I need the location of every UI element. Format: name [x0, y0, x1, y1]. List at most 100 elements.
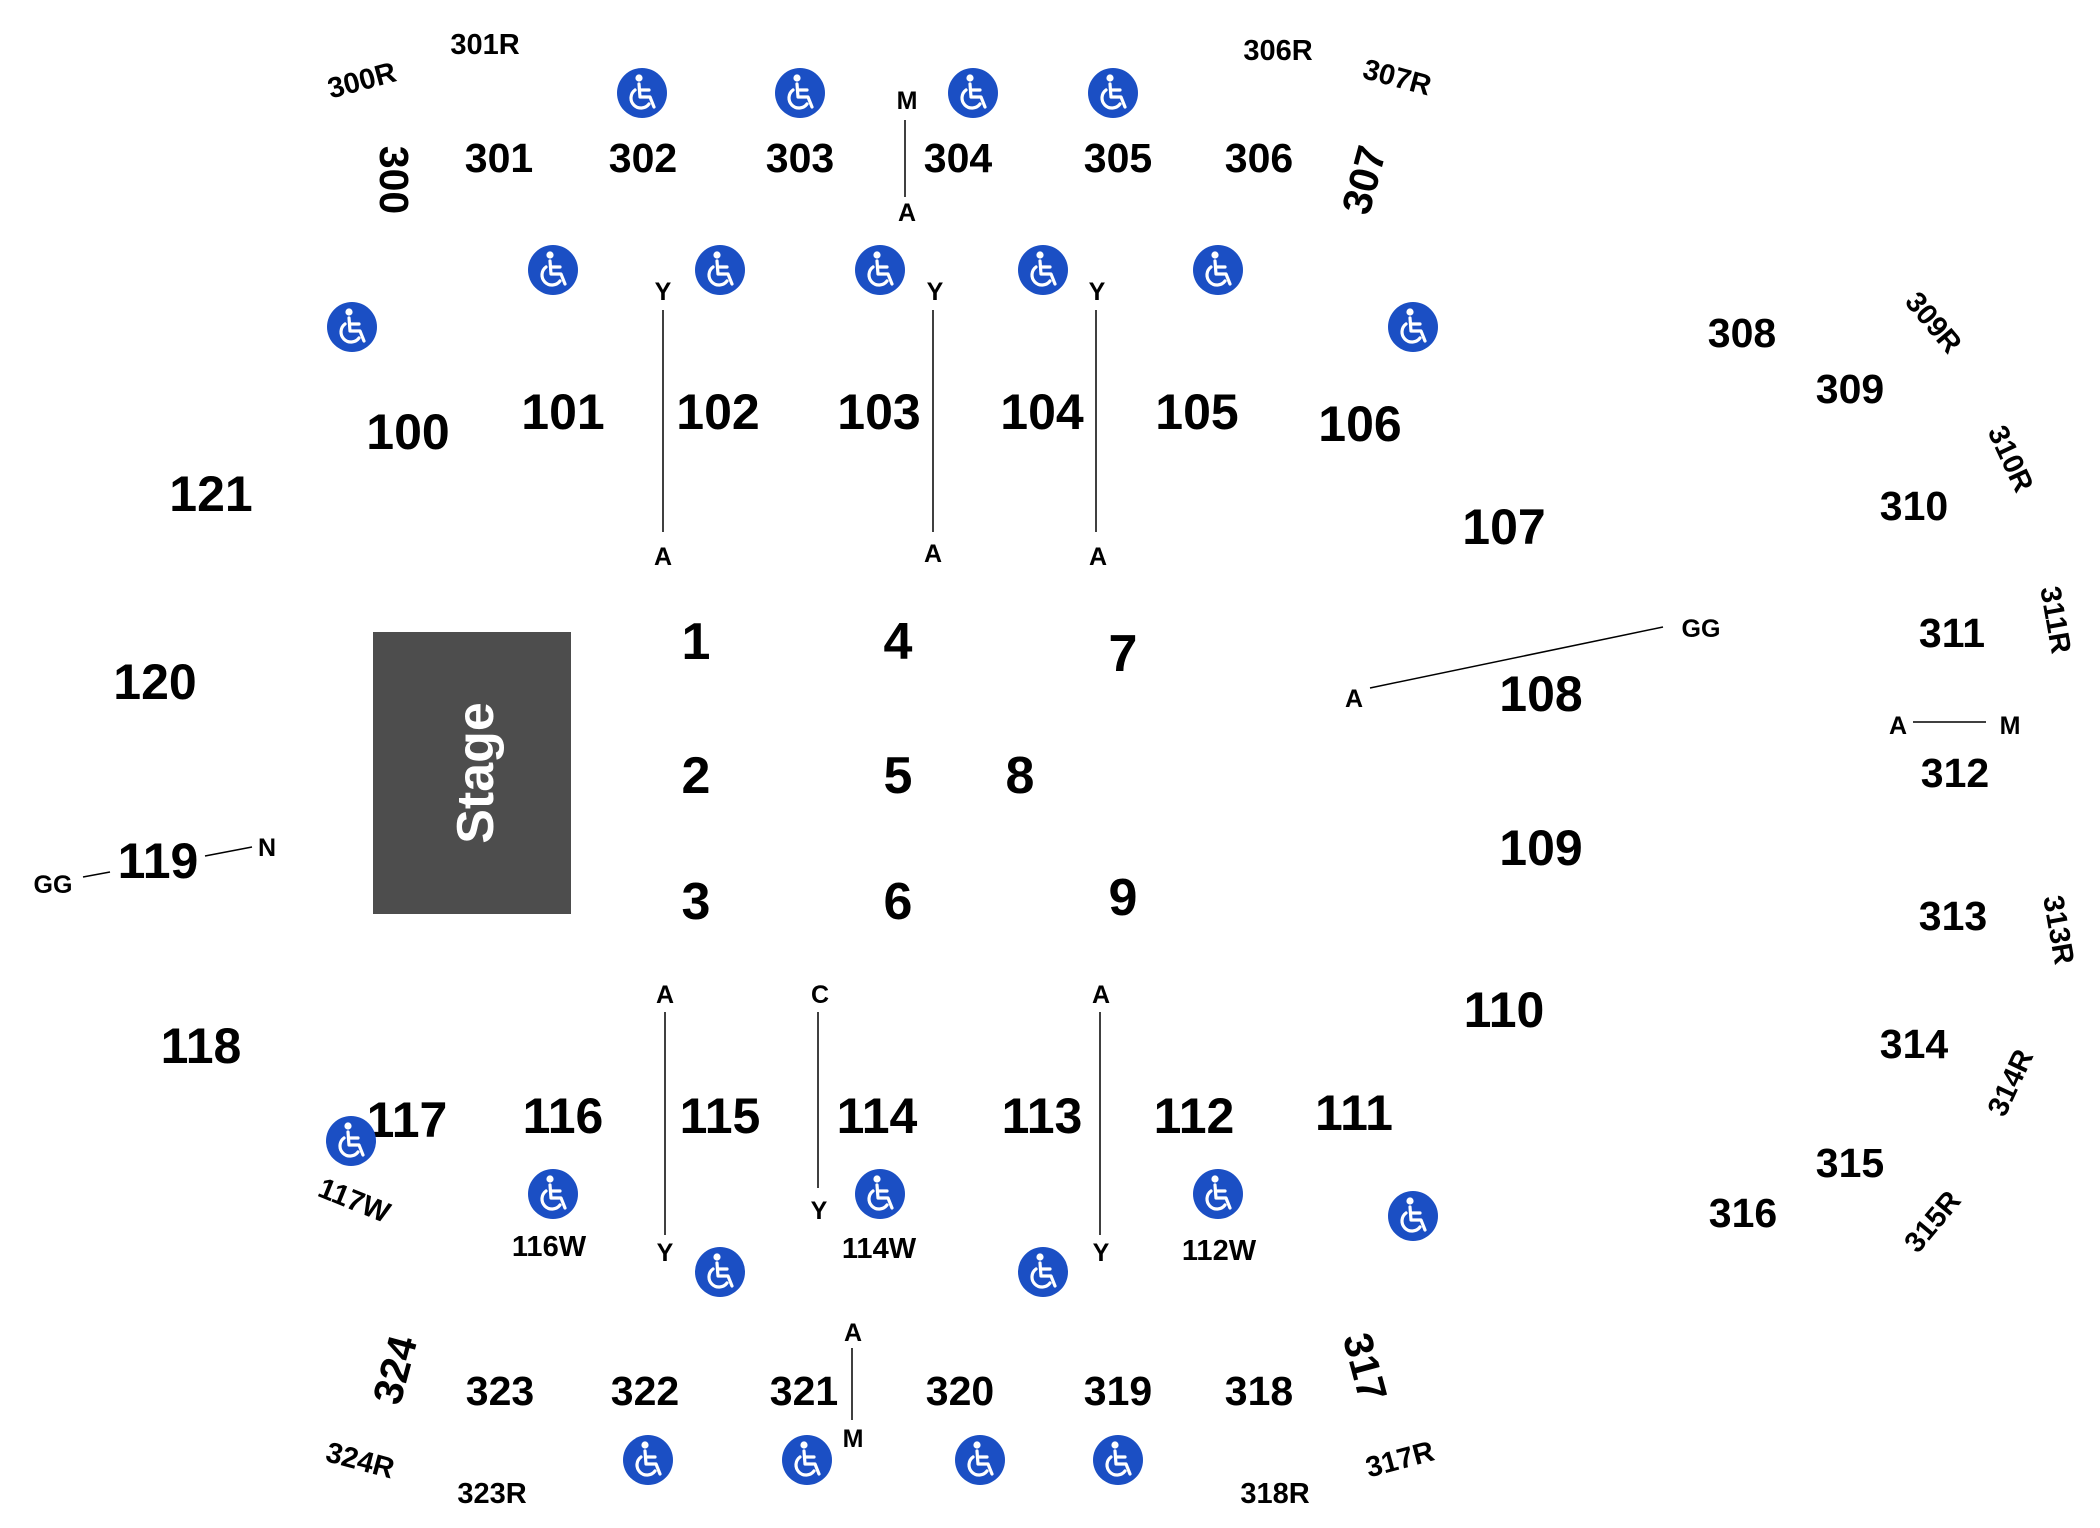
section-307[interactable]: 307: [1333, 141, 1395, 219]
section-101[interactable]: 101: [521, 384, 604, 440]
section-118[interactable]: 118: [161, 1018, 242, 1074]
section-317r[interactable]: 317R: [1362, 1436, 1437, 1485]
section-324[interactable]: 324: [364, 1331, 426, 1409]
section-301r[interactable]: 301R: [450, 29, 519, 61]
section-119[interactable]: 119: [118, 833, 199, 889]
section-111[interactable]: 111: [1315, 1085, 1393, 1141]
section-309r[interactable]: 309R: [1898, 286, 1967, 360]
section-116w[interactable]: 116W: [512, 1231, 587, 1263]
section-300[interactable]: 300: [371, 146, 417, 214]
section-304[interactable]: 304: [924, 135, 993, 181]
section-324r[interactable]: 324R: [322, 1437, 397, 1486]
section-318r[interactable]: 318R: [1240, 1478, 1309, 1510]
section-314[interactable]: 314: [1880, 1021, 1949, 1067]
section-307r[interactable]: 307R: [1359, 54, 1434, 103]
aisle-line-108: [1369, 626, 1664, 689]
floor-section-5[interactable]: 5: [884, 747, 913, 805]
row-label-m: M: [897, 87, 918, 115]
wheelchair-icon: [782, 1435, 832, 1485]
wheelchair-icon: [775, 68, 825, 118]
section-103[interactable]: 103: [837, 384, 920, 440]
section-121[interactable]: 121: [169, 466, 252, 522]
accessibility-markers: [326, 68, 1438, 1485]
section-306[interactable]: 306: [1225, 135, 1293, 181]
section-312[interactable]: 312: [1921, 750, 1989, 796]
section-303[interactable]: 303: [766, 135, 834, 181]
section-110[interactable]: 110: [1464, 982, 1545, 1038]
floor-section-8[interactable]: 8: [1006, 747, 1035, 805]
floor-section-4[interactable]: 4: [884, 613, 913, 671]
section-321[interactable]: 321: [770, 1368, 838, 1414]
section-311[interactable]: 311: [1919, 610, 1985, 656]
row-label-m: M: [843, 1425, 864, 1453]
section-120[interactable]: 120: [113, 654, 196, 710]
section-105[interactable]: 105: [1155, 384, 1238, 440]
wheelchair-icon: [1193, 1169, 1243, 1219]
section-319[interactable]: 319: [1084, 1368, 1152, 1414]
wheelchair-icon: [1388, 1191, 1438, 1241]
section-112w[interactable]: 112W: [1182, 1235, 1257, 1267]
section-313r[interactable]: 313R: [2036, 893, 2080, 967]
row-label-gg: GG: [1682, 615, 1721, 643]
wheelchair-icon: [948, 68, 998, 118]
wheelchair-icon: [326, 1116, 376, 1166]
floor-section-3[interactable]: 3: [682, 873, 711, 931]
aisle-line-119-right: [204, 846, 253, 857]
section-306r[interactable]: 306R: [1243, 35, 1312, 67]
floor-section-1[interactable]: 1: [682, 613, 711, 671]
section-309[interactable]: 309: [1816, 366, 1884, 412]
section-104[interactable]: 104: [1000, 384, 1084, 440]
row-label-y: Y: [927, 278, 944, 306]
stage[interactable]: [373, 632, 571, 914]
section-320[interactable]: 320: [926, 1368, 994, 1414]
section-313[interactable]: 313: [1919, 893, 1987, 939]
section-318[interactable]: 318: [1225, 1368, 1293, 1414]
section-114w[interactable]: 114W: [842, 1233, 917, 1265]
section-323r[interactable]: 323R: [457, 1478, 526, 1510]
section-322[interactable]: 322: [611, 1368, 679, 1414]
row-label-a: A: [654, 543, 672, 571]
section-106[interactable]: 106: [1318, 396, 1401, 452]
section-113[interactable]: 113: [1002, 1088, 1083, 1144]
section-112[interactable]: 112: [1154, 1088, 1235, 1144]
section-311r[interactable]: 311R: [2033, 584, 2076, 656]
row-label-y: Y: [657, 1239, 674, 1267]
section-109[interactable]: 109: [1499, 820, 1582, 876]
floor-section-2[interactable]: 2: [682, 747, 711, 805]
wheelchair-icon: [1093, 1435, 1143, 1485]
section-310[interactable]: 310: [1880, 483, 1948, 529]
section-301[interactable]: 301: [465, 135, 533, 181]
section-117[interactable]: 117: [367, 1092, 448, 1148]
stage-label: Stage: [447, 702, 505, 844]
section-308[interactable]: 308: [1708, 310, 1776, 356]
wheelchair-icon: [528, 1169, 578, 1219]
section-302[interactable]: 302: [609, 135, 677, 181]
section-316[interactable]: 316: [1709, 1190, 1777, 1236]
section-315[interactable]: 315: [1816, 1140, 1884, 1186]
section-323[interactable]: 323: [466, 1368, 534, 1414]
section-108[interactable]: 108: [1499, 666, 1582, 722]
section-315r[interactable]: 315R: [1898, 1185, 1967, 1259]
floor-section-6[interactable]: 6: [884, 873, 913, 931]
wheelchair-icon: [855, 245, 905, 295]
section-114[interactable]: 114: [837, 1088, 918, 1144]
wheelchair-icon: [695, 1247, 745, 1297]
section-310r[interactable]: 310R: [1981, 421, 2039, 497]
section-107[interactable]: 107: [1462, 499, 1545, 555]
row-label-c: C: [811, 981, 829, 1009]
section-117w[interactable]: 117W: [314, 1172, 395, 1230]
wheelchair-icon: [1388, 302, 1438, 352]
section-102[interactable]: 102: [676, 384, 759, 440]
section-100[interactable]: 100: [366, 404, 449, 460]
section-300r[interactable]: 300R: [324, 57, 399, 106]
section-317[interactable]: 317: [1334, 1328, 1396, 1406]
section-305[interactable]: 305: [1084, 135, 1152, 181]
floor-section-7[interactable]: 7: [1109, 625, 1138, 683]
row-label-a: A: [1345, 685, 1363, 713]
section-115[interactable]: 115: [680, 1088, 761, 1144]
floor-section-9[interactable]: 9: [1109, 869, 1138, 927]
row-label-a: A: [924, 540, 942, 568]
section-314r[interactable]: 314R: [1982, 1045, 2040, 1121]
section-116[interactable]: 116: [523, 1088, 604, 1144]
